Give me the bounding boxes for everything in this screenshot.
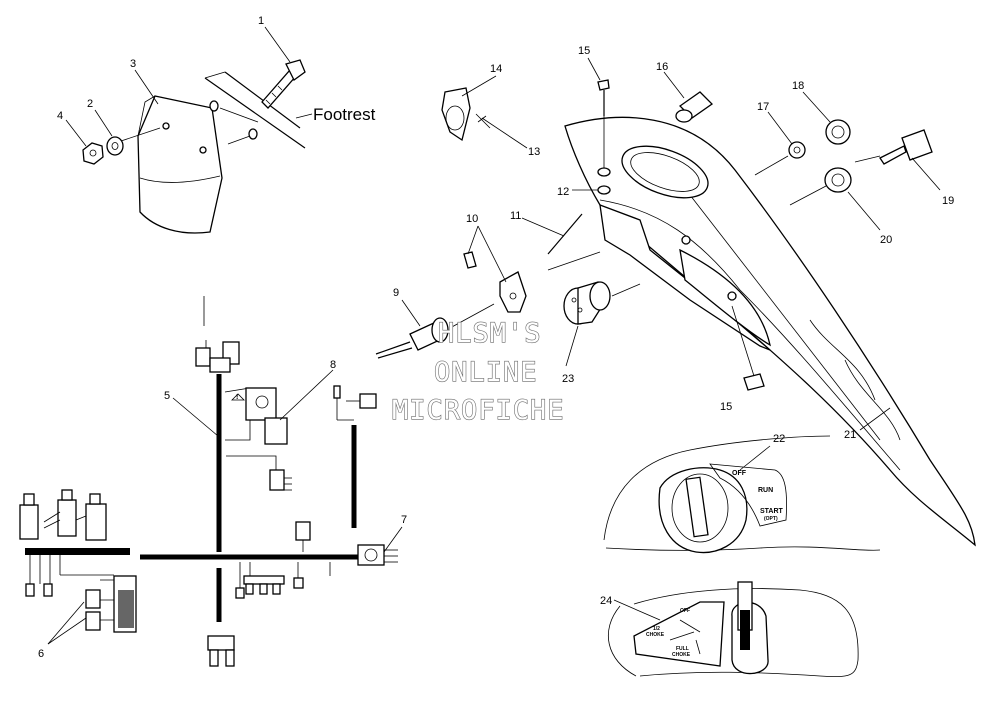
ignition-start-label: START (760, 508, 784, 515)
ignition-run-label: RUN (758, 487, 773, 494)
callout-12: 12 (557, 186, 569, 198)
choke-full-label-2: CHOKE (672, 652, 691, 658)
callout-numbers: 1 2 3 4 5 6 7 8 9 10 11 12 13 14 15 16 1… (38, 15, 954, 660)
callout-16: 16 (656, 61, 668, 73)
wiring-harness: ! (19, 296, 398, 667)
choke-off-label: OFF (680, 608, 690, 614)
watermark-line-3: MICROFICHE (392, 395, 565, 426)
callout-2: 2 (87, 98, 93, 110)
callout-20: 20 (880, 234, 892, 246)
callout-10: 10 (466, 213, 478, 225)
grommet-part (597, 167, 611, 177)
watermark-line-2: ONLINE (434, 357, 538, 388)
choke-full-label-1: FULL (676, 646, 689, 652)
callout-24: 24 (600, 595, 612, 607)
pin-part (547, 213, 583, 255)
screw-part-lower (743, 373, 765, 391)
callout-3: 3 (130, 58, 136, 70)
fender-hood-part (564, 116, 976, 547)
callout-22: 22 (773, 433, 785, 445)
mud-flap-part (137, 95, 223, 234)
ring-nut-part (825, 119, 851, 145)
ignition-off-label: OFF (732, 470, 747, 477)
callout-5: 5 (164, 390, 170, 402)
callout-14: 14 (490, 63, 502, 75)
callout-17: 17 (757, 101, 769, 113)
choke-half-label-1: 1/2 (653, 626, 660, 632)
switch-part (375, 317, 449, 359)
footrest-assembly (82, 59, 306, 234)
callout-15-bottom: 15 (720, 401, 732, 413)
leader-lines (47, 26, 941, 645)
nut-part (82, 142, 104, 165)
bulb-part (675, 91, 714, 123)
callout-9: 9 (393, 287, 399, 299)
washer-part (106, 136, 124, 156)
choke-half-label-2: CHOKE (646, 632, 665, 638)
callout-7: 7 (401, 514, 407, 526)
callout-18: 18 (792, 80, 804, 92)
lock-ring-part (788, 141, 806, 159)
svg-text:!: ! (236, 394, 238, 401)
callout-19: 19 (942, 195, 954, 207)
key-part (854, 129, 933, 165)
bezel-part (824, 167, 852, 193)
callout-15-top: 15 (578, 45, 590, 57)
choke-panel: OFF 1/2 CHOKE FULL CHOKE (607, 581, 859, 677)
watermark-line-1: HLSM'S (438, 318, 542, 349)
callout-13: 13 (528, 146, 540, 158)
callout-23: 23 (562, 373, 574, 385)
watermark: HLSM'S ONLINE MICROFICHE (391, 317, 565, 426)
callout-11: 11 (510, 210, 521, 222)
terminal-connector-part (499, 271, 527, 313)
bolt-part (261, 59, 306, 109)
callout-6: 6 (38, 648, 44, 660)
callout-1: 1 (258, 15, 264, 27)
ignition-switch-part (563, 281, 611, 325)
ignition-dash-panel: OFF RUN START (OPT) (603, 435, 881, 554)
spacer-part (463, 251, 477, 269)
callout-4: 4 (57, 110, 63, 122)
callout-8: 8 (330, 359, 336, 371)
screw-part (597, 79, 610, 116)
callout-21: 21 (844, 429, 856, 441)
footrest-label: Footrest (313, 105, 376, 124)
ignition-opt-label: (OPT) (764, 516, 778, 522)
